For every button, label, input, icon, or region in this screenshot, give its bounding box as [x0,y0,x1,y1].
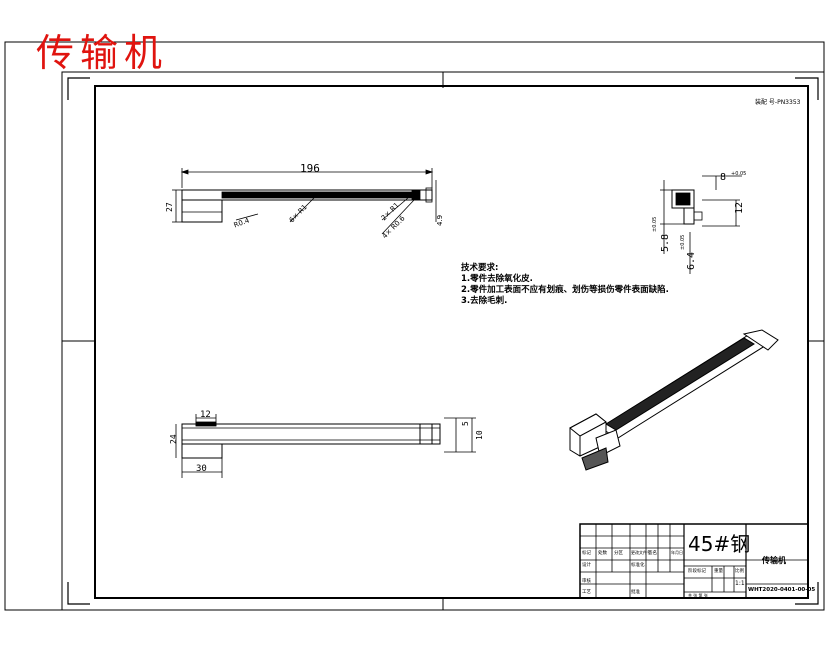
dim-side-top: 12 [200,410,211,420]
material-label: 45#钢 [688,532,751,556]
tb-label: 批准 [631,590,640,595]
tb-label: 标准化 [631,563,645,568]
tb-label: 签名 [648,551,657,556]
part-name: 传输机 [762,556,786,565]
isometric-view [569,329,779,471]
dim-top-d5: 4.9 [436,215,444,226]
tb-label: 设计 [582,563,591,568]
corner-stamp: 装配 号-PN3353 [755,99,801,106]
tech-requirement-item: 1.零件去除氧化皮. [461,274,533,284]
dim-top-length: 196 [300,162,320,175]
sheet-count: 共 张 第 张 [688,593,708,598]
tech-requirements-heading: 技术要求: [461,263,499,273]
dim-detail-h1: 12 [734,202,745,214]
tb-label: 分区 [614,551,623,556]
dim-detail-h2: 5.8 [660,234,671,252]
dim-detail-h3-tol: ±0.05 [680,235,686,250]
dim-top-height: 27 [165,202,174,212]
scale-value: 1:1 [735,580,745,587]
tb-label: 年月日 [671,550,683,555]
tb-label: 审核 [582,579,591,584]
top-view [172,168,437,235]
dim-side-height: 24 [169,434,178,444]
detail-view [660,175,742,274]
dim-detail-w1: 8 [720,172,726,183]
title-block [579,523,809,599]
dim-top-d1: R0.4 [233,216,251,229]
dim-detail-h3: 6.4 [686,252,697,270]
tech-requirement-item: 3.去除毛刺. [461,296,508,306]
page-title: 传输机 [36,31,169,75]
drawing-number: WHT2020-0401-00-05 [748,587,816,593]
tb-label: 比例 [735,569,744,574]
tech-requirements: 技术要求: 1.零件去除氧化皮. 2.零件加工表面不应有划痕、划伤等损伤零件表面… [461,263,669,307]
side-view [175,414,476,478]
outer-border [4,41,825,611]
drawing-frame [94,85,809,599]
tb-label: 处数 [598,551,607,556]
tech-requirement-item: 2.零件加工表面不应有划痕、划伤等损伤零件表面缺陷. [461,285,669,295]
tb-label: 标记 [582,551,591,556]
dim-detail-h2-tol: ±0.05 [652,217,658,232]
tb-label: 阶段标记 [688,569,706,574]
dim-side-right-a: 5 [461,421,470,426]
dim-side-right-b: 10 [475,430,484,440]
tb-label: 更改文件号 [631,550,651,555]
dim-top-d2: 6× R1 [288,203,309,224]
dim-side-bottom: 30 [196,464,207,474]
tb-label: 工艺 [582,590,591,595]
tb-label: 重量 [714,569,723,574]
dim-detail-w1-tol: +0.05 [731,171,746,177]
